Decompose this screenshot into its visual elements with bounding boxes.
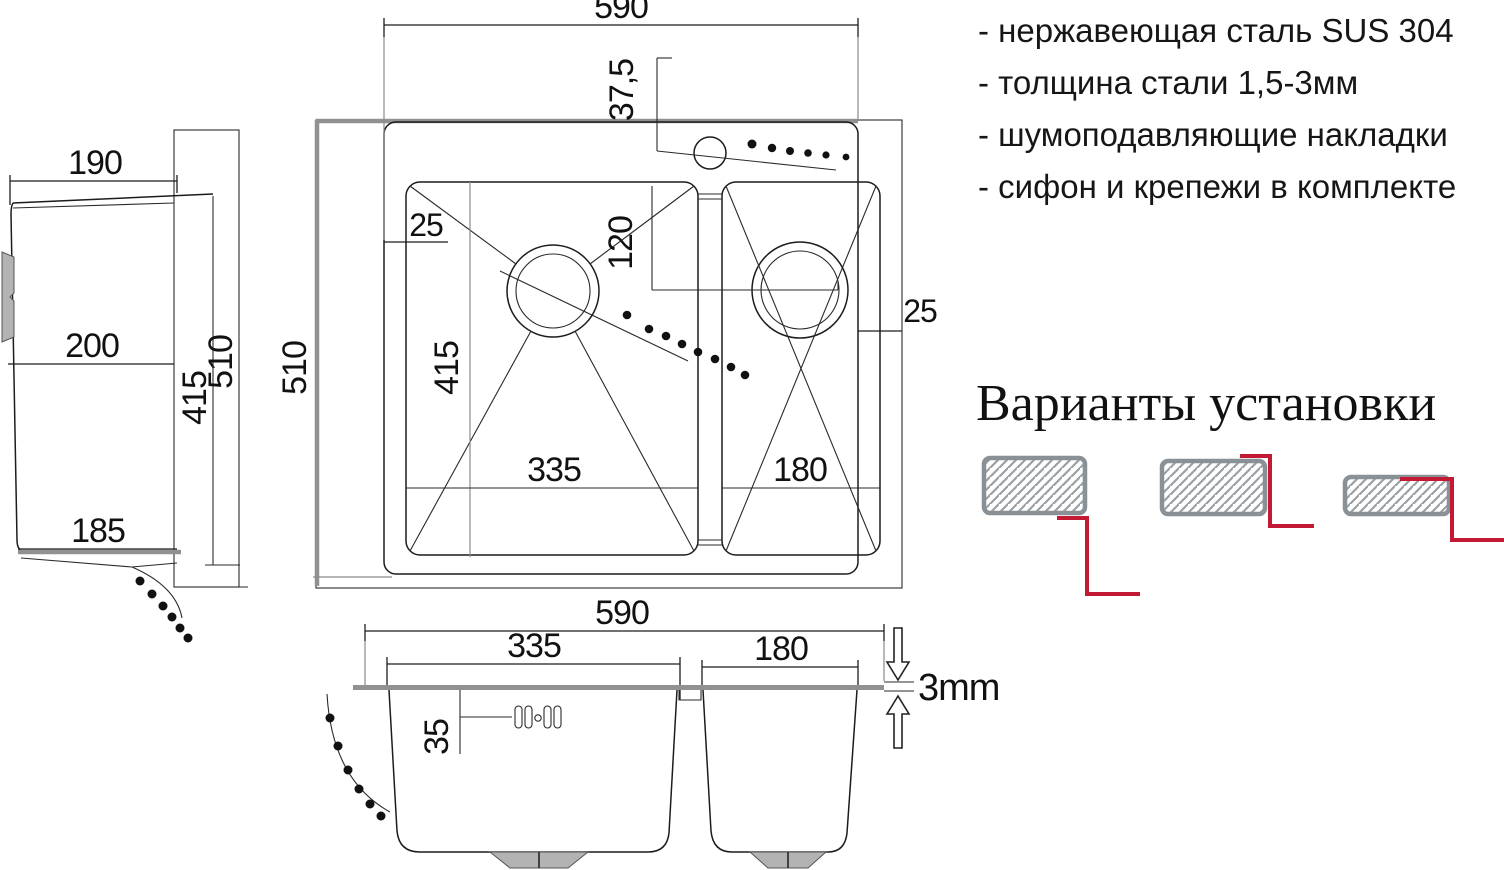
top-outer-edge [315,119,903,589]
dim-front-half-bowl: 180 [754,630,808,668]
arrow-down-icon [885,627,911,682]
faucet-hole [693,136,727,170]
dim-top-overall-width: 590 [594,0,648,26]
dim-side-mid-depth: 200 [65,327,119,365]
sink-edge-profile [1057,516,1140,596]
dim-side-outer-height: 510 [202,335,240,389]
overflow-holes [514,705,562,729]
feature-item: - шумоподавляющие накладки [978,116,1448,153]
top-view: 590 37,5 25 120 415 510 335 180 25 [276,0,938,589]
installation-section: Варианты установки [976,375,1504,596]
top-sink-rim [383,121,859,575]
dim-overflow-offset: 35 [418,719,456,755]
dim-edge-left: 25 [409,207,443,243]
dim-edge-right: 25 [903,293,937,329]
side-flange [173,129,240,588]
arrow-up-icon [885,694,911,749]
countertop-section [981,455,1088,516]
mounting-clip [1,251,15,343]
installation-option-3 [1342,474,1504,542]
front-main-bowl [388,689,678,853]
dim-bowl-depth: 415 [428,341,466,395]
dim-front-overall-width: 590 [595,594,649,632]
feature-item: - сифон и крепежи в комплекте [978,168,1456,205]
countertop-section [1159,458,1268,517]
dim-half-bowl-width: 180 [773,451,827,489]
front-rim [353,685,884,690]
dim-main-bowl-width: 335 [527,451,581,489]
dim-rim-thickness: 3mm [918,667,999,709]
feature-item: - нержавеющая сталь SUS 304 [978,12,1454,49]
countertop-section [1342,474,1452,517]
top-half-bowl [721,181,881,556]
installation-option-2 [1159,454,1314,528]
installation-title: Варианты установки [976,375,1436,432]
side-view: 190 200 185 415 510 [1,129,248,643]
top-main-bowl [405,181,699,556]
dim-front-main-bowl: 335 [507,627,561,665]
sink-edge-profile [1240,454,1314,528]
dim-side-top-width: 190 [68,144,122,182]
sink-edge-profile [1400,477,1504,542]
installation-option-1 [981,455,1140,596]
features-list: - нержавеющая сталь SUS 304 - толщина ст… [978,12,1456,205]
feature-item: - толщина стали 1,5-3мм [978,64,1358,101]
dim-side-bottom-width: 185 [71,512,125,550]
dim-faucet-offset: 37,5 [603,59,641,121]
front-half-bowl [702,689,858,853]
front-view: 590 335 180 35 [325,594,1000,869]
main-drain [506,244,600,338]
dim-overall-depth: 510 [276,341,314,395]
dim-side-inner-height: 415 [176,371,214,425]
dim-drain-offset: 120 [602,216,640,270]
